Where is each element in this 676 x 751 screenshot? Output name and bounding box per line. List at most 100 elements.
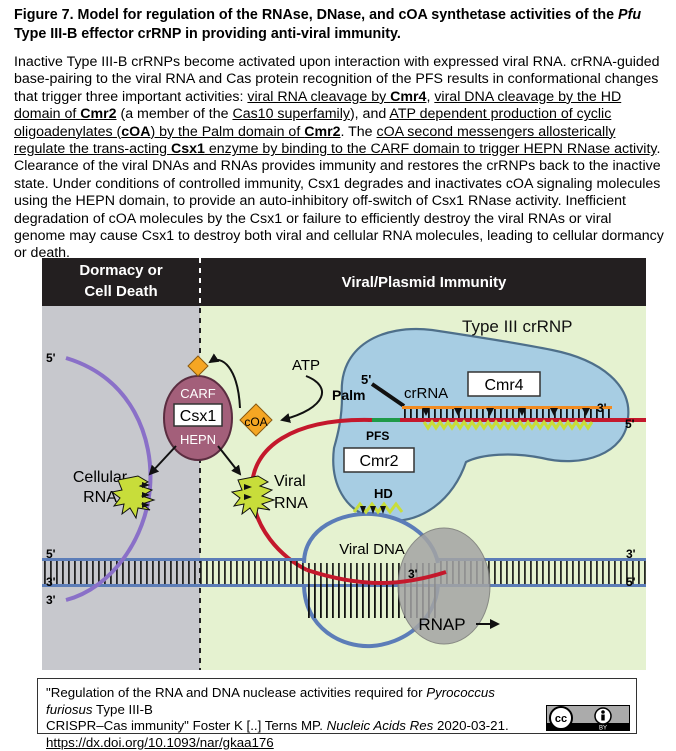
crrna-tail xyxy=(370,382,406,408)
caption-bold-cmr2: Cmr2 xyxy=(80,106,117,123)
hepn-to-cellular-arrow xyxy=(148,445,177,476)
right-header: Viral/Plasmid Immunity xyxy=(342,274,507,291)
model-diagram: Dormacy or Cell Death Viral/Plasmid Immu… xyxy=(42,258,646,670)
gray-panel xyxy=(42,258,200,670)
svg-text:cc: cc xyxy=(555,713,567,725)
atp-label: ATP xyxy=(292,357,320,374)
caption-u-text: viral DNA cleavage by the HD domain of xyxy=(14,88,622,123)
cellular-rna-3prime: 3' xyxy=(46,593,56,607)
pfs-segment xyxy=(368,418,400,422)
dna-rungs xyxy=(42,561,646,584)
crrna-strand xyxy=(402,406,612,409)
viral-rna-label-1: Viral xyxy=(274,473,306,490)
dna-3prime-right: 3' xyxy=(626,547,636,561)
dna-5prime-left: 5' xyxy=(46,547,56,561)
dna-5prime-right: 5' xyxy=(626,575,636,589)
caption-text: (a member of the xyxy=(116,106,233,123)
viral-rna-top xyxy=(372,418,612,422)
caption-bold-csx1: Csx1 xyxy=(170,141,205,158)
cellular-rna-label-1: Cellular xyxy=(73,469,128,486)
diagram-header xyxy=(42,258,646,306)
citation-line2-end: 2020-03-21. xyxy=(433,718,509,733)
caption-u-text: cOA second messengers allosterically reg… xyxy=(14,123,616,158)
csx1-box xyxy=(173,403,223,427)
citation-journal: Nucleic Acids Res xyxy=(326,718,434,733)
crrna-5prime: 5' xyxy=(361,372,371,387)
hd-label: HD xyxy=(374,486,393,501)
cleavage-burst-viral-rna xyxy=(230,475,276,520)
crrna-label: crRNA xyxy=(404,385,448,402)
caption-bold-coa: cOA xyxy=(121,123,151,140)
hepn-to-viral-arrow xyxy=(217,445,242,476)
viral-rna-cleavage-marks xyxy=(244,484,252,500)
doi-link[interactable]: https://dx.doi.org/10.1093/nar/gkaa176 xyxy=(46,734,274,750)
cellular-rna-label-2: RNA xyxy=(83,489,117,506)
coa-bound-carf xyxy=(187,355,209,377)
viral-dna-label: Viral DNA xyxy=(339,541,405,558)
hd-cleavage-marks xyxy=(360,506,386,514)
citation-line1-end: Type III-B xyxy=(92,701,153,717)
cmr4-cleavage-marks xyxy=(422,408,590,416)
duplex-rungs xyxy=(404,409,610,418)
citation-box: "Regulation of the RNA and DNA nuclease … xyxy=(37,678,637,750)
caption-bold-cmr4: Cmr4 xyxy=(390,88,427,105)
caption-text: Inactive Type III-B crRNPs become activa… xyxy=(14,54,660,105)
citation-line2: CRISPR–Cas immunity" Foster K [..] Terns… xyxy=(46,718,327,733)
crrna-viralrna-duplex: 3' 5' xyxy=(368,401,646,431)
caption-text: . Clearance of the viral DNAs and RNAs p… xyxy=(14,141,664,262)
left-header-line2: Cell Death xyxy=(84,283,157,300)
csx1-enzyme: CARF Csx1 HEPN xyxy=(163,355,233,461)
caption-u-text: viral RNA cleavage by xyxy=(247,88,391,105)
caption-u-text: ATP dependent production of cyclic oligo… xyxy=(14,106,612,140)
cmr2-box xyxy=(343,447,415,473)
caption-u-text: ) by the Palm domain of xyxy=(150,123,305,140)
crrnp-label: Type III crRNP xyxy=(462,317,573,336)
title-text-end: Type III-B effector crRNP in providing a… xyxy=(14,26,401,42)
cmr2-label: Cmr2 xyxy=(359,453,398,470)
cellular-rna-strand xyxy=(65,356,153,602)
cellular-cleavage-marks xyxy=(142,482,150,508)
coa-to-carf-arrow xyxy=(208,353,241,409)
rnap-body xyxy=(397,527,491,645)
atp-to-coa-arrow xyxy=(280,375,324,423)
cc-icon xyxy=(549,706,573,730)
pfs-label: PFS xyxy=(366,429,389,443)
cc-by-label: BY xyxy=(599,726,607,731)
citation-species: Pyrococcus furiosus xyxy=(46,685,495,717)
citation-text: "Regulation of the RNA and DNA nuclease … xyxy=(46,685,516,751)
coa-molecule xyxy=(239,403,273,437)
rnap-3prime: 3' xyxy=(408,567,418,581)
csx1-label: Csx1 xyxy=(180,408,217,425)
citation-line1: "Regulation of the RNA and DNA nuclease … xyxy=(46,685,427,700)
cmr4-box xyxy=(467,371,541,397)
cellular-rna-5prime: 5' xyxy=(46,351,56,365)
viral-rna-tail xyxy=(612,418,646,422)
figure-title: Figure 7. Model for regulation of the RN… xyxy=(14,6,666,44)
cc-by-graphic: cc BY xyxy=(547,706,629,732)
cc-by-badge[interactable]: cc BY xyxy=(546,705,630,732)
title-text: Figure 7. Model for regulation of the RN… xyxy=(14,7,619,23)
viralrna-5prime: 5' xyxy=(625,417,635,431)
coa-label: cOA xyxy=(244,415,267,429)
nascent-rna xyxy=(306,568,447,585)
carf-label: CARF xyxy=(180,386,215,401)
caption-link-rna-cleavage: viral RNA cleavage by Cmr4 xyxy=(247,89,426,105)
title-italic: Pfu xyxy=(618,7,642,23)
cleavage-burst-cellular xyxy=(110,475,156,520)
dna-3prime-left: 3' xyxy=(46,575,56,589)
caption-u-text: enzyme by binding to the CARF domain to … xyxy=(204,141,657,158)
caption-link-cas10: Cas10 superfamily xyxy=(232,106,350,123)
caption-text: . The xyxy=(340,123,377,140)
caption-bold-cmr2: Cmr2 xyxy=(304,123,341,140)
caption-link-coa-messengers: cOA second messengers allosterically reg… xyxy=(14,124,656,157)
caption-text: ), and xyxy=(349,106,390,123)
crrna-3prime: 3' xyxy=(597,401,607,415)
caption-text: , xyxy=(426,88,435,105)
cleavage-burst-cmr4 xyxy=(422,419,594,431)
rnap: 3' RNAP xyxy=(306,527,500,645)
cmr4-label: Cmr4 xyxy=(484,377,523,394)
hepn-label: HEPN xyxy=(180,432,216,447)
caption-link-dna-cleavage: viral DNA cleavage by the HD domain of C… xyxy=(14,89,621,122)
rnap-label: RNAP xyxy=(418,615,465,634)
caption-link-coa-production: ATP dependent production of cyclic oligo… xyxy=(14,106,611,139)
